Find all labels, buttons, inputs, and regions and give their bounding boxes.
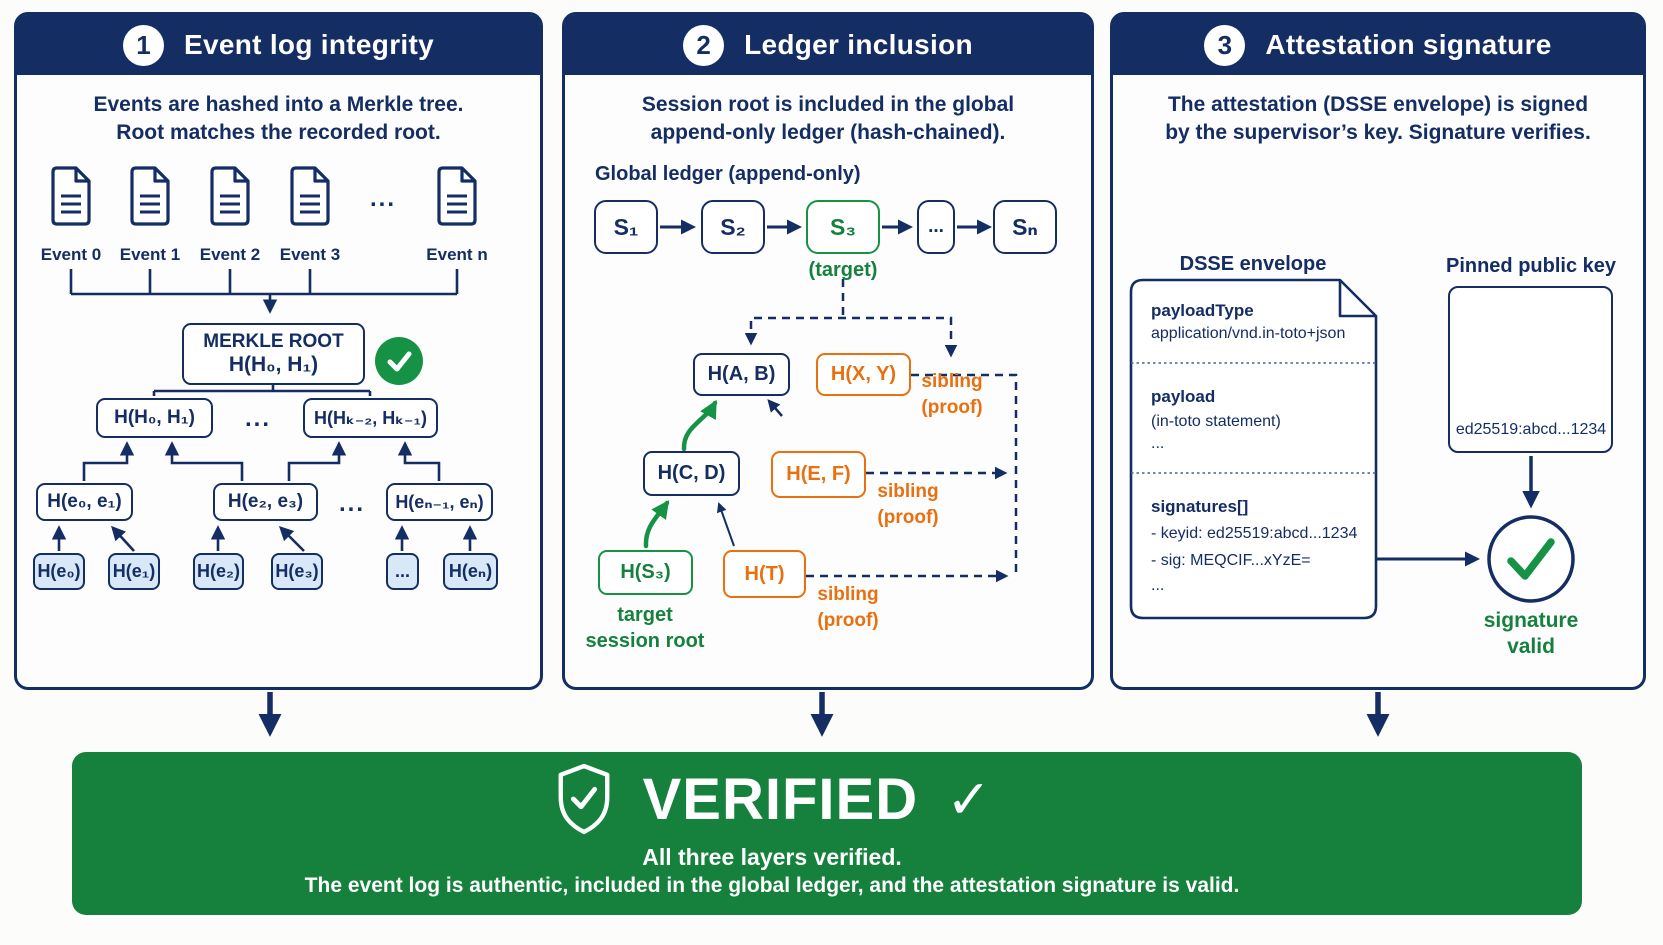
- merkle-root-node: MERKLE ROOT H(H₀, H₁): [182, 323, 365, 385]
- signatures-ellipsis: ...: [1151, 577, 1165, 594]
- payload-key: payload: [1151, 387, 1216, 406]
- ledger-session-1: S₁: [594, 200, 658, 254]
- event-label-2: Event 2: [199, 245, 261, 264]
- pinned-key-id: ed25519:abcd...1234: [1455, 421, 1607, 438]
- panel3-subtitle-1: The attestation (DSSE envelope) is signe…: [1167, 93, 1589, 116]
- payload-ellipsis: ...: [1151, 435, 1165, 452]
- document-icon: [130, 166, 170, 226]
- proof-sibling-hef: H(E, F): [771, 451, 866, 498]
- merkle-root-hash: H(H₀, H₁): [228, 352, 319, 376]
- proof-node-hcd: H(C, D): [643, 451, 740, 496]
- panel2-subtitle-2: append-only ledger (hash-chained).: [650, 121, 1006, 144]
- leaf-hash-2: H(e₂): [193, 553, 244, 590]
- signatures-key: signatures[]: [1151, 497, 1249, 516]
- target-session-root-label-2: session root: [585, 630, 705, 652]
- merkle-level2-node-1: H(Hₖ₋₂, Hₖ₋₁): [303, 398, 438, 438]
- merkle-level3-node-1: H(e₂, e₃): [213, 483, 318, 521]
- panel1-header: 1 Event log integrity: [17, 15, 540, 75]
- merkle-root-label: MERKLE ROOT: [203, 331, 344, 352]
- dsse-envelope-label: DSSE envelope: [1179, 253, 1327, 275]
- verified-row: VERIFIED ✓: [72, 762, 1472, 836]
- panel2-number-badge: 2: [683, 24, 725, 66]
- signature-keyid: - keyid: ed25519:abcd...1234: [1151, 525, 1358, 542]
- level2-ellipsis: ...: [244, 405, 272, 432]
- panel3-title: Attestation signature: [1265, 29, 1552, 60]
- shield-check-icon: [558, 763, 610, 835]
- document-icon: [51, 166, 91, 226]
- payload-type-value: application/vnd.in-toto+json: [1151, 325, 1346, 342]
- merkle-level3-node-0: H(e₀, e₁): [36, 483, 133, 521]
- ledger-session-n: Sₙ: [993, 200, 1057, 254]
- panel2-header: 2 Ledger inclusion: [565, 15, 1091, 75]
- sibling-proof-label-3b: (proof): [817, 610, 879, 631]
- document-icon: [210, 166, 250, 226]
- event-label-3: Event 3: [279, 245, 341, 264]
- sibling-proof-label-2b: (proof): [877, 507, 939, 528]
- proof-sibling-hxy: H(X, Y): [816, 353, 911, 396]
- panel1-number-badge: 1: [123, 24, 165, 66]
- verified-banner: VERIFIED ✓ All three layers verified. Th…: [72, 752, 1582, 915]
- signature-valid-check-icon: [1487, 515, 1575, 603]
- panel-attestation-signature: 3 Attestation signature The attestation …: [1110, 12, 1646, 690]
- proof-sibling-ht: H(T): [723, 550, 806, 598]
- target-label: (target): [808, 259, 878, 281]
- verified-check-glyph: ✓: [946, 769, 992, 830]
- leaf-hash-1: H(e₁): [108, 553, 160, 590]
- document-icon: [290, 166, 330, 226]
- panel2-subtitle-1: Session root is included in the global: [641, 93, 1015, 116]
- proof-node-hab: H(A, B): [693, 353, 790, 396]
- panel2-title: Ledger inclusion: [744, 29, 973, 60]
- events-ellipsis: ...: [369, 185, 397, 212]
- global-ledger-label: Global ledger (append-only): [595, 163, 861, 185]
- signature-sig: - sig: MEQCIF...xYzE=: [1151, 552, 1311, 569]
- panel3-number-badge: 3: [1204, 24, 1246, 66]
- panel1-title: Event log integrity: [184, 29, 434, 60]
- payload-type-key: payloadType: [1151, 301, 1254, 320]
- leaf-hash-n: H(eₙ): [443, 553, 498, 590]
- signature-valid-label-2: valid: [1507, 635, 1555, 658]
- merkle-level3-node-2: H(eₙ₋₁, eₙ): [386, 483, 493, 521]
- level3-ellipsis: ...: [338, 490, 366, 517]
- pinned-key-box: [1448, 286, 1613, 453]
- sibling-proof-label-1b: (proof): [921, 397, 983, 418]
- banner-summary-line: All three layers verified.: [642, 844, 902, 870]
- leaf-hash-3: H(e₃): [271, 553, 323, 590]
- target-session-root-label-1: target: [617, 604, 673, 626]
- panel-ledger-inclusion: 2 Ledger inclusion Session root is inclu…: [562, 12, 1094, 690]
- panel-event-log-integrity: 1 Event log integrity Events are hashed …: [14, 12, 543, 690]
- signature-valid-label-1: signature: [1483, 609, 1579, 632]
- leaf-hash-0: H(e₀): [33, 553, 85, 590]
- leaf-ellipsis: ...: [386, 553, 419, 590]
- ledger-session-3-target: S₃: [806, 200, 880, 254]
- document-icon: [437, 166, 477, 226]
- panel3-subtitle-2: by the supervisor’s key. Signature verif…: [1165, 121, 1591, 144]
- sibling-proof-label-3a: sibling: [817, 584, 879, 605]
- proof-target-hs3: H(S₃): [598, 550, 693, 595]
- banner-detail-line: The event log is authentic, included in …: [304, 874, 1240, 897]
- event-label-0: Event 0: [40, 245, 102, 264]
- event-label-n: Event n: [426, 245, 488, 264]
- event-label-1: Event 1: [119, 245, 181, 264]
- panel1-subtitle-1: Events are hashed into a Merkle tree.: [93, 93, 464, 116]
- payload-value: (in-toto statement): [1151, 413, 1281, 430]
- panel3-header: 3 Attestation signature: [1113, 15, 1643, 75]
- ledger-ellipsis: ...: [917, 200, 955, 254]
- root-verified-check-icon: [375, 337, 423, 385]
- verified-text: VERIFIED: [642, 766, 919, 832]
- pinned-public-key-label: Pinned public key: [1445, 255, 1617, 277]
- sibling-proof-label-1a: sibling: [921, 371, 983, 392]
- ledger-session-2: S₂: [701, 200, 765, 254]
- merkle-level2-node-0: H(H₀, H₁): [96, 398, 213, 438]
- panel1-subtitle-2: Root matches the recorded root.: [116, 121, 441, 144]
- sibling-proof-label-2a: sibling: [877, 481, 939, 502]
